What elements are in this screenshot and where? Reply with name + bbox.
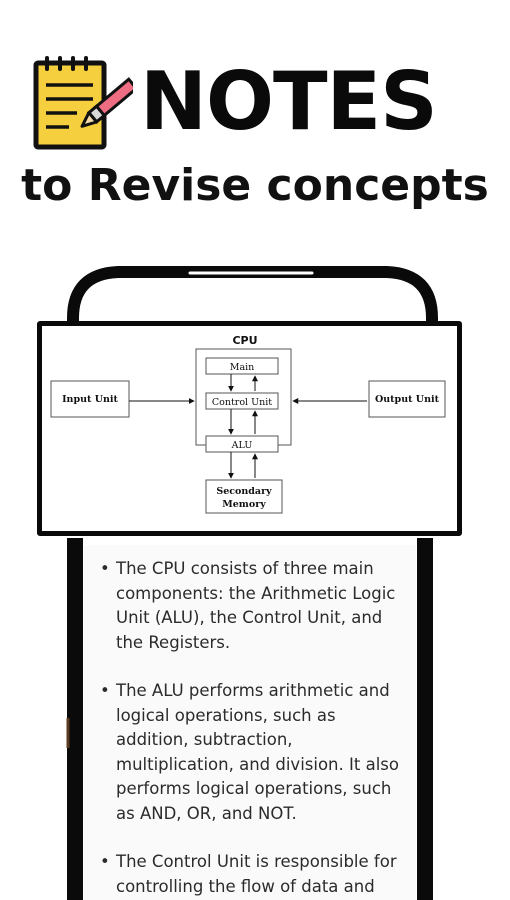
alu-box <box>205 435 279 453</box>
cpu-diagram: CPU Main Control Unit ALU Secondary Memo… <box>50 334 446 514</box>
headline-title: NOTES <box>140 55 438 148</box>
notes-screen: The CPU consists of three main component… <box>84 545 416 900</box>
secondary-memory-label-1: Secondary <box>216 486 272 497</box>
note-alu: The ALU performs arithmetic and logical … <box>84 679 416 826</box>
cpu-label: CPU <box>232 334 257 347</box>
input-unit-box <box>50 380 130 418</box>
main-memory-label: Main <box>230 362 255 373</box>
output-unit-label: Output Unit <box>375 394 440 405</box>
note-cpu-components: The CPU consists of three main component… <box>84 557 416 655</box>
notepad-pencil-icon <box>33 56 133 150</box>
notes-list: The CPU consists of three main component… <box>84 545 416 899</box>
secondary-memory-label-2: Memory <box>222 499 266 510</box>
output-unit-box <box>368 380 446 418</box>
main-memory-box <box>205 357 279 375</box>
note-control-unit: The Control Unit is responsible for cont… <box>84 850 416 899</box>
diagram-arrows <box>129 374 367 479</box>
headline-subtitle: to Revise concepts <box>21 160 489 211</box>
cpu-diagram-card: CPU Main Control Unit ALU Secondary Memo… <box>37 321 462 536</box>
input-unit-label: Input Unit <box>62 394 118 405</box>
control-unit-label: Control Unit <box>212 397 272 408</box>
alu-label: ALU <box>231 440 253 451</box>
control-unit-box <box>205 392 279 410</box>
secondary-memory-box <box>205 479 283 514</box>
